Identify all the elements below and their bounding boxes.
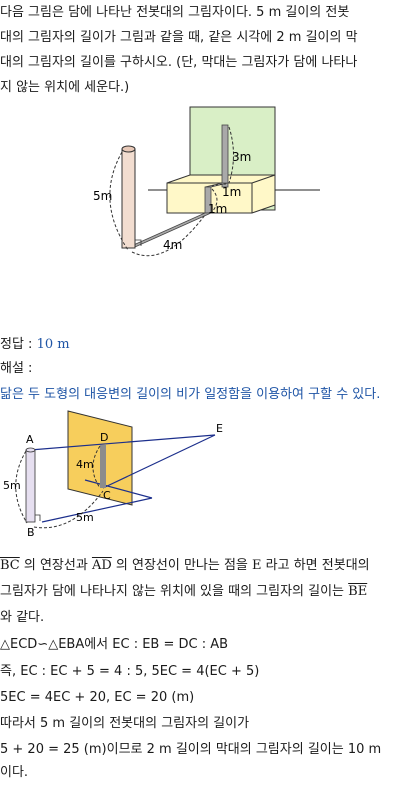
fig1-step-side-label: 1m <box>208 202 227 216</box>
fig1-ground-label: 4m <box>163 238 182 252</box>
solution-line-9: 이다. <box>0 765 29 780</box>
solution-text: 라고 하면 전봇대의 <box>261 558 370 573</box>
solution-text: 그림자가 담에 나타나지 않는 위치에 있을 때의 그림자의 길이는 <box>0 584 349 599</box>
explanation-line-1: 닮은 두 도형의 대응변의 길이의 비가 일정함을 이용하여 구할 수 있다. <box>0 387 381 402</box>
solution-line-2: 그림자가 담에 나타나지 않는 위치에 있을 때의 그림자의 길이는 BE <box>0 579 400 604</box>
fig2-point-B: B <box>27 526 35 539</box>
solution-line-8: 5 + 20 = 25 (m)이므로 2 m 길이의 막대의 그림자의 길이는 … <box>0 742 382 757</box>
fig2-pole-label: 5m <box>3 479 21 492</box>
figure-similar-triangles: A B C D E 5m 4m 5m <box>3 410 223 539</box>
fig2-point-C: C <box>103 489 111 502</box>
figure-pole-shadow-wall: 5m 3m 1m 1m 4m <box>93 106 320 257</box>
problem-line-4: 지 않는 위치에 세운다.) <box>0 80 130 95</box>
solution-line-4: △ECD∽△EBA에서 EC : EB = DC : AB <box>0 637 229 652</box>
fig2-point-D: D <box>100 431 108 444</box>
solution-line-7: 따라서 5 m 길이의 전봇대의 그림자의 길이가 <box>0 716 250 731</box>
fig2-wall-label: 4m <box>76 458 94 471</box>
solution-line-3: 와 같다. <box>0 610 45 625</box>
problem-line-1: 다음 그림은 담에 나타난 전봇대의 그림자이다. 5 m 길이의 전봇 <box>0 5 350 20</box>
solution-line-5: 즉, EC : EC + 5 = 4 : 5, 5EC = 4(EC + 5) <box>0 664 260 679</box>
explanation-label: 해설 : <box>0 361 33 376</box>
answer-label: 정답 : <box>0 337 33 352</box>
problem-line-2: 대의 그림자의 길이가 그림과 같을 때, 같은 시각에 2 m 길이의 막 <box>0 30 358 45</box>
answer-value: 10 m <box>36 337 70 352</box>
solution-line-6: 5EC = 4EC + 20, EC = 20 (m) <box>0 690 195 705</box>
segment-BC: BC <box>0 558 20 573</box>
solution-text: 의 연장선이 만나는 점을 <box>111 558 253 573</box>
fig1-wall-label: 3m <box>232 150 251 164</box>
segment-AD: AD <box>91 558 112 573</box>
problem-line-3: 대의 그림자의 길이를 구하시오. (단, 막대는 그림자가 담에 나타나 <box>0 55 358 70</box>
fig1-pole-label: 5m <box>93 189 112 203</box>
fig2-ground-label: 5m <box>76 511 94 524</box>
fig2-point-A: A <box>26 433 34 446</box>
solution-text: 의 연장선과 <box>19 558 92 573</box>
fig2-point-E: E <box>216 422 223 435</box>
answer-line: 정답 : 10 m <box>0 332 400 357</box>
segment-BE: BE <box>348 584 368 599</box>
solution-line-1: BC 의 연장선과 AD 의 연장선이 만나는 점을 E 라고 하면 전봇대의 <box>0 553 400 578</box>
point-E: E <box>252 558 262 573</box>
fig1-step-top-label: 1m <box>222 185 241 199</box>
